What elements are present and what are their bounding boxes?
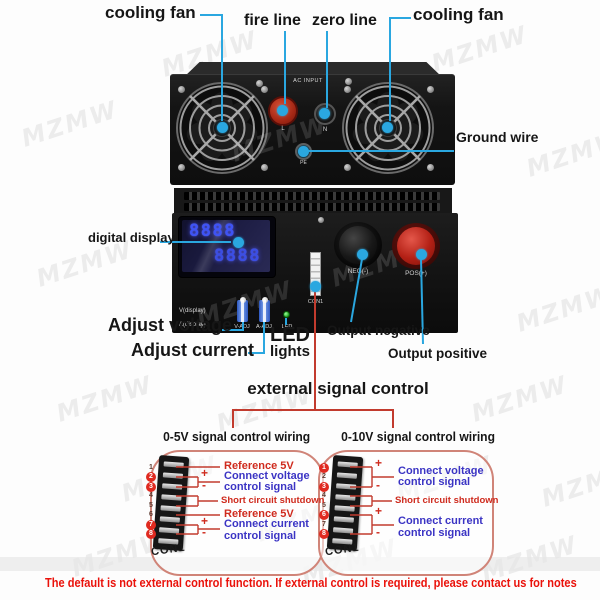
led-label: LED bbox=[281, 324, 293, 330]
a-display-label: A(display) bbox=[179, 322, 206, 328]
watermark: MZMW bbox=[18, 95, 122, 153]
pos-label: POS(+) bbox=[405, 270, 427, 277]
minus-sign: - bbox=[202, 478, 206, 492]
pin-number: 1 bbox=[319, 463, 329, 473]
screw bbox=[344, 164, 351, 171]
pin-number: 8 bbox=[319, 529, 329, 539]
marker-dot-con1 bbox=[310, 281, 321, 292]
watermark: MZMW bbox=[538, 455, 600, 513]
marker-dot-fire-line bbox=[277, 105, 288, 116]
plus-sign: + bbox=[375, 456, 383, 470]
screw bbox=[261, 86, 268, 93]
terminal-n-label: N bbox=[322, 127, 328, 133]
pin-number: 6 bbox=[319, 510, 329, 520]
marker-dot-ground bbox=[298, 146, 309, 157]
pin-number: 3 bbox=[319, 482, 329, 492]
annotation-reference-5v: Reference 5V bbox=[224, 508, 294, 520]
screw bbox=[178, 164, 185, 171]
callout-output-negative: Output negative bbox=[327, 323, 430, 338]
terminal-pe-label: PE bbox=[300, 160, 307, 166]
rear-case-top bbox=[186, 62, 440, 75]
screw bbox=[318, 217, 324, 223]
ac-input-label: AC INPUT bbox=[293, 78, 323, 84]
watermark: MZMW bbox=[513, 280, 600, 338]
screw bbox=[256, 80, 263, 87]
callout-digital-display: digital display bbox=[88, 230, 175, 245]
annotation-voltage-signal-line2: control signal bbox=[224, 481, 297, 493]
annotation-current-signal-line1: Connect current bbox=[398, 515, 483, 527]
annotation-current-signal-line1: Connect current bbox=[224, 518, 309, 530]
v-adj-label: V-ADJ bbox=[234, 324, 250, 330]
neg-label: NEG(-) bbox=[347, 268, 369, 275]
screw bbox=[178, 86, 185, 93]
display-voltage-digits: 8888 bbox=[189, 221, 236, 241]
pin-number: 4 bbox=[149, 492, 153, 499]
screen-reflection bbox=[182, 220, 270, 272]
vent-row bbox=[184, 203, 440, 211]
screw bbox=[345, 78, 352, 85]
callout-fire-line: fire line bbox=[244, 12, 301, 29]
annotation-current-signal-line2: control signal bbox=[398, 527, 471, 539]
heading-0-10v: 0-10V signal control wiring bbox=[341, 429, 495, 444]
marker-dot-zero-line bbox=[319, 108, 330, 119]
led-indicator bbox=[283, 311, 290, 318]
screw bbox=[427, 86, 434, 93]
footer-warning: The default is not external control func… bbox=[45, 575, 577, 590]
bracket-signal-control bbox=[232, 409, 394, 428]
annotation-short-circuit: Short circuit shutdown bbox=[395, 495, 499, 506]
annotation-voltage-signal-line1: Connect voltage bbox=[398, 465, 484, 477]
marker-dot-neg bbox=[357, 249, 368, 260]
callout-ground-wire: Ground wire bbox=[456, 129, 539, 145]
minus-sign: - bbox=[376, 478, 380, 492]
callout-cooling-fan-right: cooling fan bbox=[413, 5, 504, 24]
pin-number: 7 bbox=[146, 520, 156, 530]
marker-dot-pos bbox=[416, 249, 427, 260]
marker-dot-fan-right bbox=[382, 122, 393, 133]
screw bbox=[344, 86, 351, 93]
marker-dot-display bbox=[233, 237, 244, 248]
pin-number: 7 bbox=[322, 521, 326, 528]
callout-output-positive: Output positive bbox=[388, 346, 487, 361]
marker-dot-fan-left bbox=[217, 122, 228, 133]
annotation-reference-5v: Reference 5V bbox=[224, 460, 294, 472]
voltage-adjust-pot[interactable] bbox=[237, 297, 248, 322]
terminal-l-label: L bbox=[281, 126, 285, 132]
annotation-current-signal-line2: control signal bbox=[224, 530, 297, 542]
pin-number: 4 bbox=[322, 492, 326, 499]
pin-number: 2 bbox=[146, 472, 156, 482]
vent-row bbox=[184, 192, 440, 200]
callout-led-line2: lights bbox=[270, 343, 310, 360]
pin-number: 6 bbox=[149, 511, 153, 518]
annotation-voltage-signal-line2: control signal bbox=[398, 476, 471, 488]
current-adjust-pot[interactable] bbox=[259, 297, 270, 322]
output-positive-knob[interactable] bbox=[397, 227, 435, 265]
minus-sign: - bbox=[202, 525, 206, 539]
minus-sign: - bbox=[376, 525, 380, 539]
watermark: MZMW bbox=[468, 370, 572, 428]
callout-led-line1: LED bbox=[270, 324, 310, 346]
callout-cooling-fan-left: cooling fan bbox=[105, 3, 196, 22]
screw bbox=[261, 164, 268, 171]
digital-display-screen bbox=[182, 220, 270, 272]
v-display-label: V(display) bbox=[179, 308, 206, 314]
callout-zero-line: zero line bbox=[312, 12, 377, 29]
external-signal-control-title: external signal control bbox=[247, 379, 429, 398]
pin-number: 2 bbox=[322, 473, 326, 480]
pin-number: 5 bbox=[322, 502, 326, 509]
pin-number: 5 bbox=[149, 502, 153, 509]
pin-number: 3 bbox=[146, 482, 156, 492]
watermark: MZMW bbox=[428, 20, 532, 78]
callout-adjust-voltage: Adjust voltage bbox=[108, 315, 233, 335]
annotation-voltage-signal-line1: Connect voltage bbox=[224, 470, 310, 482]
plus-sign: + bbox=[375, 504, 383, 518]
screw bbox=[427, 164, 434, 171]
display-current-digits: 8888 bbox=[214, 246, 261, 266]
pin-number: 8 bbox=[146, 529, 156, 539]
annotation-short-circuit: Short circuit shutdown bbox=[221, 495, 325, 506]
watermark: MZMW bbox=[53, 370, 157, 428]
pin-number: 1 bbox=[149, 464, 153, 471]
con1-front-label: CON1 bbox=[307, 299, 324, 305]
heading-0-5v: 0-5V signal control wiring bbox=[163, 429, 311, 444]
callout-adjust-current: Adjust current bbox=[131, 340, 255, 360]
